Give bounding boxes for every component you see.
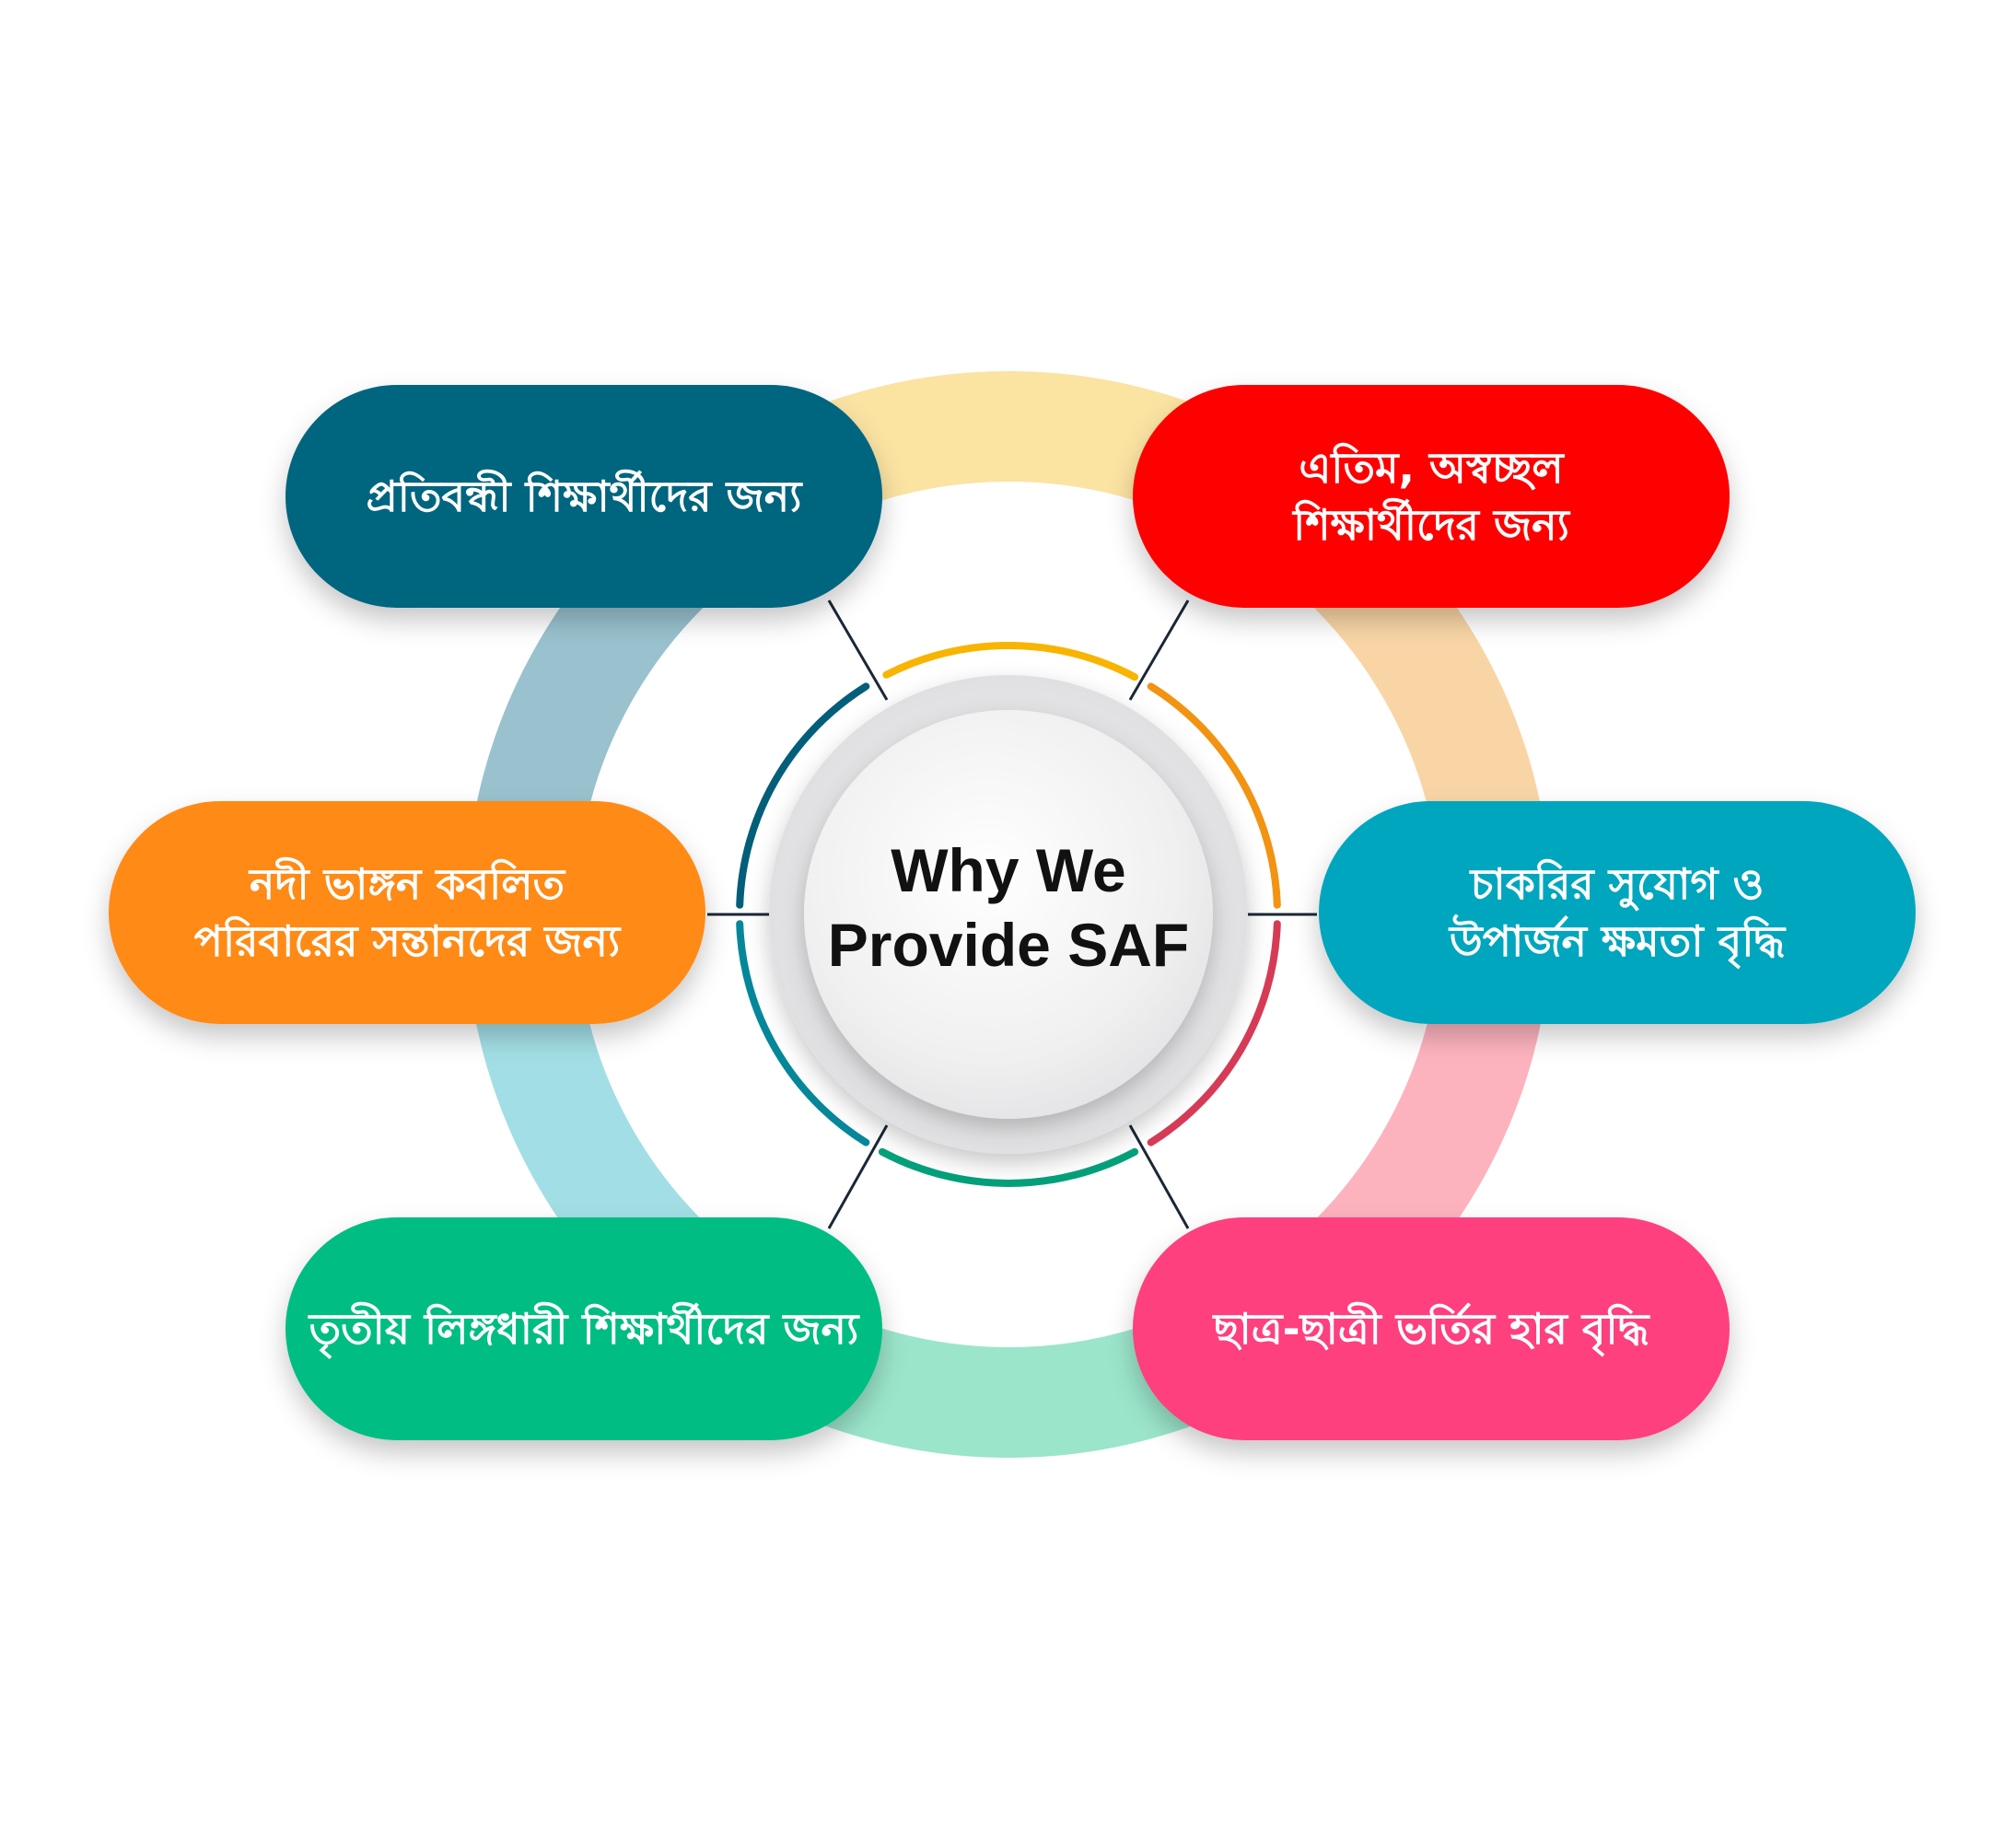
connector-bottom-left <box>827 1124 889 1229</box>
pill-orphan-poor-students: এতিম, অস্বচ্ছলশিক্ষার্থীদের জন্য <box>1133 385 1730 608</box>
connector-top-right <box>1128 599 1190 701</box>
center-inner-disc <box>804 710 1213 1119</box>
item-pills: প্রতিবন্ধী শিক্ষার্থীদের জন্য এতিম, অস্বচ… <box>109 385 1916 1440</box>
inner-arc-ring <box>736 641 1281 1187</box>
pill-label-river-erosion-families-line1: নদী ভাঙ্গন কবলিত <box>248 856 566 909</box>
pill-shape-job-opportunity <box>1319 801 1916 1024</box>
pill-label-disabled-students-line1: প্রতিবন্ধী শিক্ষার্থীদের জন্য <box>366 469 803 521</box>
inner-arc-top-left <box>736 682 870 909</box>
connector-bottom-right <box>1128 1124 1190 1229</box>
center-title-line1: Why We <box>891 836 1125 904</box>
connector-top-left <box>827 599 889 701</box>
inner-arc-bottom <box>878 1147 1139 1187</box>
inner-arc-left <box>736 920 870 1146</box>
inner-arc-right <box>1147 682 1281 909</box>
pill-label-river-erosion-families-line2: পরিবারের সন্তানদের জন্য <box>194 915 622 966</box>
connector-lines <box>707 599 1317 1229</box>
pill-shape-orphan-poor-students <box>1133 385 1730 608</box>
pill-label-job-opportunity-line1: চাকরির সুযোগ ও <box>1469 858 1765 911</box>
pill-shape-disabled-students <box>286 385 882 608</box>
pill-label-job-opportunity-line2: উপার্জন ক্ষমতা বৃদ্ধি <box>1448 914 1787 971</box>
pill-disabled-students: প্রতিবন্ধী শিক্ষার্থীদের জন্য <box>286 385 882 608</box>
center-hub: Why We Provide SAF <box>769 675 1248 1154</box>
pill-label-third-gender-students-line1: তৃতীয় লিঙ্গধারী শিক্ষার্থীদের জন্য <box>308 1301 860 1360</box>
pill-shape-enrollment-rate <box>1133 1217 1730 1440</box>
pill-label-orphan-poor-students-line2: শিক্ষার্থীদের জন্য <box>1291 497 1571 550</box>
pill-shape-river-erosion-families <box>109 801 705 1024</box>
inner-arc-top <box>882 641 1139 681</box>
center-title-line2: Provide SAF <box>828 911 1189 979</box>
pill-label-orphan-poor-students-line1: এতিম, অস্বচ্ছল <box>1299 442 1565 493</box>
pill-third-gender-students: তৃতীয় লিঙ্গধারী শিক্ষার্থীদের জন্য <box>286 1217 882 1440</box>
pill-enrollment-rate: ছাত্র-ছাত্রী ভর্তির হার বৃদ্ধি <box>1133 1217 1730 1440</box>
pill-river-erosion-families: নদী ভাঙ্গন কবলিত পরিবারের সন্তানদের জন্য <box>109 801 705 1024</box>
pill-job-opportunity: চাকরির সুযোগ ওউপার্জন ক্ষমতা বৃদ্ধি <box>1319 801 1916 1024</box>
pill-label-enrollment-rate-line1: ছাত্র-ছাত্রী ভর্তির হার বৃদ্ধি <box>1212 1301 1651 1358</box>
pill-shape-third-gender-students <box>286 1217 882 1440</box>
inner-arc-bottom-right <box>1147 920 1281 1146</box>
